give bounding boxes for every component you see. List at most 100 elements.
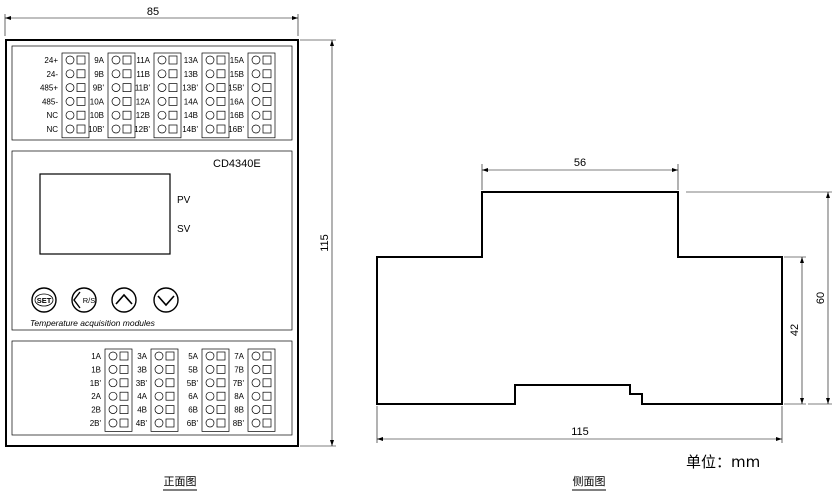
side-profile bbox=[376, 191, 783, 405]
terminal-screw-icon bbox=[205, 69, 215, 79]
terminal-screw-icon bbox=[251, 405, 261, 414]
terminal-slot bbox=[168, 97, 178, 106]
terminal-block bbox=[201, 348, 230, 432]
terminal-slot bbox=[76, 69, 86, 79]
arrow-top bbox=[330, 40, 334, 46]
terminal-block bbox=[107, 52, 136, 139]
arrow-bottom bbox=[800, 398, 804, 404]
model-label: CD4340E bbox=[213, 158, 261, 170]
bottom-terminal-section bbox=[11, 340, 293, 436]
terminal-label: 15B' bbox=[228, 84, 244, 93]
terminal-label: 12B' bbox=[134, 125, 150, 134]
terminal-slot bbox=[122, 97, 132, 106]
front-view: 85 115 24+24-485+485-NCNC9A9B9B'10A10B10… bbox=[4, 6, 336, 491]
terminal-slot bbox=[216, 418, 226, 428]
terminal-slot bbox=[216, 378, 226, 388]
terminal-screw-icon bbox=[108, 391, 118, 401]
terminal-screw-icon bbox=[251, 110, 261, 120]
lcd-display bbox=[39, 173, 171, 255]
terminal-slot bbox=[262, 124, 272, 134]
chevron-up-icon bbox=[115, 293, 133, 305]
terminal-block bbox=[153, 52, 182, 139]
pv-label: PV bbox=[177, 195, 191, 206]
terminal-screw-icon bbox=[154, 365, 164, 374]
terminal-slot bbox=[122, 124, 132, 134]
terminal-label: 2A bbox=[91, 392, 101, 401]
terminal-screw-icon bbox=[205, 418, 215, 428]
terminal-slot bbox=[165, 391, 175, 401]
terminal-label: 11B' bbox=[135, 84, 151, 93]
terminal-screw-icon bbox=[108, 378, 118, 388]
sv-label: SV bbox=[177, 224, 191, 235]
terminal-slot bbox=[165, 365, 175, 374]
terminal-slot bbox=[262, 405, 272, 414]
terminal-screw-icon bbox=[111, 83, 121, 92]
terminal-screw-icon bbox=[251, 55, 261, 65]
terminal-screw-icon bbox=[251, 69, 261, 79]
terminal-label: 7B' bbox=[233, 379, 245, 388]
terminal-label: 13B bbox=[184, 70, 198, 79]
terminal-label: 14B bbox=[184, 111, 198, 120]
terminal-label: 16A bbox=[230, 97, 245, 106]
terminal-label: 24- bbox=[46, 70, 58, 79]
terminal-slot bbox=[119, 418, 129, 428]
terminal-slot bbox=[168, 83, 178, 92]
terminal-screw-icon bbox=[157, 83, 167, 92]
terminal-slot bbox=[165, 351, 175, 361]
terminal-slot bbox=[216, 83, 226, 92]
terminal-screw-icon bbox=[251, 365, 261, 374]
terminal-label: 9B bbox=[94, 70, 104, 79]
terminal-label: 13B' bbox=[182, 84, 198, 93]
terminal-slot bbox=[119, 391, 129, 401]
terminal-screw-icon bbox=[108, 405, 118, 414]
terminal-label: 16B bbox=[230, 111, 244, 120]
terminal-slot bbox=[168, 55, 178, 65]
terminal-screw-icon bbox=[251, 418, 261, 428]
terminal-screw-icon bbox=[65, 69, 75, 79]
terminal-screw-icon bbox=[251, 391, 261, 401]
terminal-label: 1A bbox=[91, 352, 101, 361]
bottom-terminals: 1A1B1B'2A2B2B'3A3B3B'4A4B4B'5A5B5B'6A6B6… bbox=[90, 348, 276, 432]
terminal-slot bbox=[76, 110, 86, 120]
terminal-slot bbox=[168, 110, 178, 120]
terminal-screw-icon bbox=[111, 124, 121, 134]
terminal-label: 15B bbox=[230, 70, 244, 79]
terminal-label: 16B' bbox=[228, 125, 244, 134]
front-height-dim: 115 bbox=[319, 234, 331, 252]
terminal-label: 15A bbox=[230, 56, 245, 65]
unit-label: 单位：mm bbox=[686, 453, 760, 471]
set-icon bbox=[34, 293, 54, 307]
terminal-screw-icon bbox=[157, 110, 167, 120]
terminal-screw-icon bbox=[108, 418, 118, 428]
terminal-screw-icon bbox=[205, 405, 215, 414]
terminal-block bbox=[104, 348, 133, 432]
terminal-label: 13A bbox=[184, 56, 199, 65]
up-button[interactable] bbox=[111, 287, 137, 313]
set-button-label: SET bbox=[37, 296, 52, 305]
terminal-slot bbox=[216, 110, 226, 120]
front-view-caption: 正面图 bbox=[164, 475, 197, 488]
terminal-screw-icon bbox=[251, 378, 261, 388]
terminal-label: 3B bbox=[137, 365, 147, 374]
terminal-screw-icon bbox=[205, 97, 215, 106]
chevron-left-icon bbox=[73, 291, 81, 309]
side-view: 56 115 42 60 侧面图 单位：mm bbox=[376, 157, 832, 491]
set-button[interactable]: SET bbox=[31, 287, 57, 313]
terminal-slot bbox=[119, 365, 129, 374]
terminal-block bbox=[247, 52, 276, 139]
terminal-label: 5B bbox=[188, 365, 198, 374]
terminal-label: 3B' bbox=[136, 379, 148, 388]
rs-button[interactable]: R/S bbox=[71, 287, 97, 313]
display-panel bbox=[11, 150, 293, 331]
side-inner-height-dim: 42 bbox=[789, 324, 801, 336]
down-button[interactable] bbox=[153, 287, 179, 313]
terminal-slot bbox=[216, 351, 226, 361]
terminal-slot bbox=[262, 351, 272, 361]
terminal-slot bbox=[216, 69, 226, 79]
terminal-label: 8B' bbox=[233, 419, 245, 428]
terminal-slot bbox=[262, 97, 272, 106]
terminal-slot bbox=[168, 124, 178, 134]
terminal-screw-icon bbox=[154, 378, 164, 388]
terminal-slot bbox=[216, 124, 226, 134]
